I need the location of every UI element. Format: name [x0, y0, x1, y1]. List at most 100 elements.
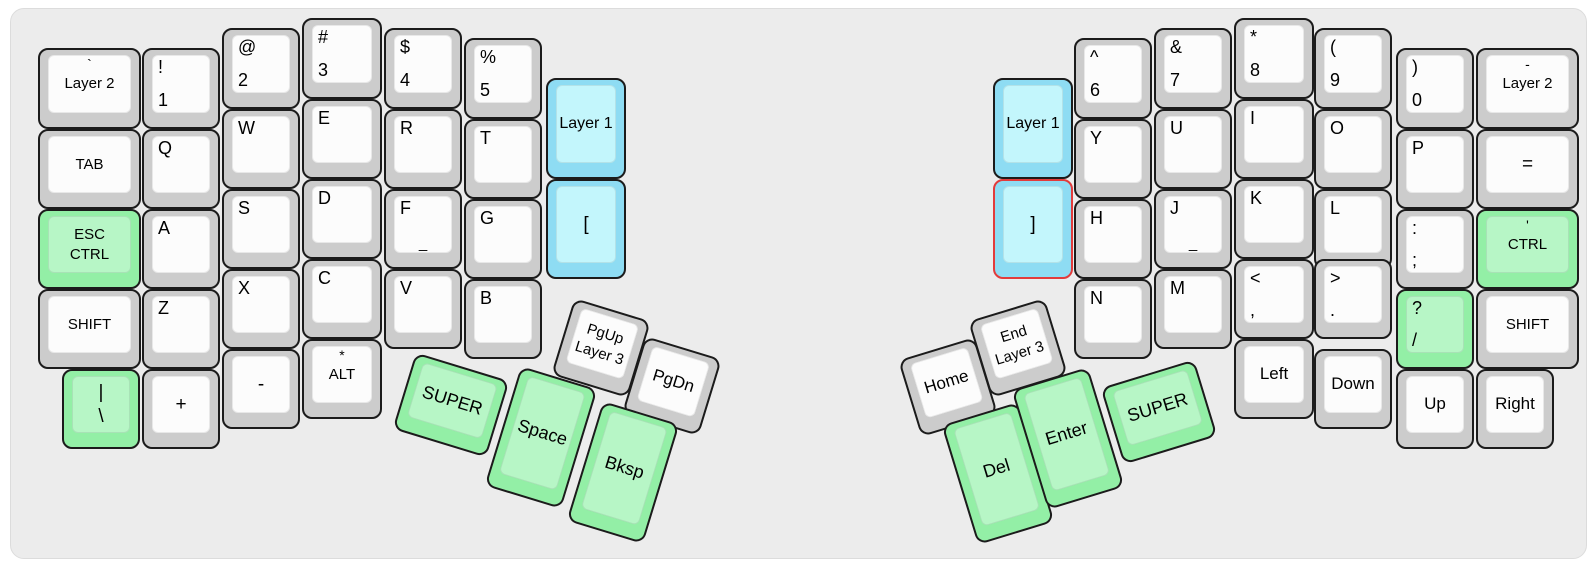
key-star-alt[interactable]: *ALT	[302, 339, 382, 419]
key-e[interactable]: E	[302, 99, 382, 179]
key-t[interactable]: T	[464, 119, 542, 199]
key-layer1-right[interactable]: Layer 1	[993, 78, 1073, 179]
keycap-top: Home	[909, 346, 984, 419]
key-l[interactable]: L	[1314, 189, 1392, 269]
keycap-top: P	[1406, 136, 1464, 193]
key-at-2[interactable]: @2	[222, 28, 300, 109]
key-legend-c: =	[1521, 153, 1534, 175]
key-legend-tc: `	[87, 56, 92, 72]
key-legend-c: | \	[98, 381, 104, 427]
key-shift-right[interactable]: SHIFT	[1476, 289, 1579, 369]
key-legend-c: Down	[1331, 374, 1375, 394]
key-a[interactable]: A	[142, 209, 220, 289]
keycap-top: -Layer 2	[1486, 55, 1569, 113]
key-arrow-up[interactable]: Up	[1396, 369, 1474, 449]
key-h[interactable]: H	[1074, 199, 1152, 279]
keycap-top: K	[1244, 186, 1304, 243]
key-backtick-layer2[interactable]: `Layer 2	[38, 48, 141, 129]
key-percent-5[interactable]: %5	[464, 38, 542, 119]
key-legend-tl: T	[480, 128, 491, 148]
keycap-top: PgDn	[636, 345, 711, 418]
key-legend-bl: 2	[238, 70, 249, 90]
key-legend-tl: :	[1412, 218, 1418, 238]
key-shift-left[interactable]: SHIFT	[38, 289, 141, 369]
key-w[interactable]: W	[222, 109, 300, 189]
key-minus[interactable]: -	[222, 349, 300, 429]
key-legend-bc: _	[1188, 235, 1198, 252]
key-legend-c: SHIFT	[1505, 315, 1550, 333]
key-legend-tl: G	[480, 208, 495, 228]
key-legend-bl: .	[1330, 300, 1336, 320]
key-tab[interactable]: TAB	[38, 129, 141, 209]
key-legend-tl: H	[1090, 208, 1103, 228]
key-z[interactable]: Z	[142, 289, 220, 369]
key-legend-c: ESC CTRL	[69, 226, 110, 263]
key-caret-6[interactable]: ^6	[1074, 38, 1152, 119]
key-legend-tl: D	[318, 188, 331, 208]
keycap-top: Bksp	[580, 410, 668, 526]
key-legend-bl: ;	[1412, 250, 1418, 270]
key-y[interactable]: Y	[1074, 119, 1152, 199]
key-o[interactable]: O	[1314, 109, 1392, 189]
keycap-top: PgUp Layer 3	[565, 307, 640, 380]
key-question-slash[interactable]: ?/	[1396, 289, 1474, 369]
key-left-bracket[interactable]: [	[546, 179, 626, 279]
key-r[interactable]: R	[384, 109, 462, 189]
keycap-top: ^6	[1084, 45, 1142, 103]
key-c[interactable]: C	[302, 259, 382, 339]
key-j-homing[interactable]: J_	[1154, 189, 1232, 269]
keycap-top: SUPER	[1112, 369, 1204, 447]
key-plus[interactable]: +	[142, 369, 220, 449]
key-esc-ctrl[interactable]: ESC CTRL	[38, 209, 141, 289]
keycap-top: TAB	[48, 136, 131, 193]
key-legend-c: SUPER	[1124, 388, 1191, 426]
key-g[interactable]: G	[464, 199, 542, 279]
key-arrow-right[interactable]: Right	[1476, 369, 1554, 449]
key-legend-bl: ,	[1250, 300, 1256, 320]
key-b[interactable]: B	[464, 279, 542, 359]
key-quote-ctrl[interactable]: 'CTRL	[1476, 209, 1579, 289]
key-legend-tl: )	[1412, 57, 1418, 77]
key-f-homing[interactable]: F_	[384, 189, 462, 269]
key-legend-c: Layer 2	[1502, 75, 1553, 93]
key-paren-9[interactable]: (9	[1314, 28, 1392, 109]
key-star-8[interactable]: *8	[1234, 18, 1314, 99]
key-n[interactable]: N	[1074, 279, 1152, 359]
key-legend-tl: S	[238, 198, 251, 218]
key-v[interactable]: V	[384, 269, 462, 349]
key-u[interactable]: U	[1154, 109, 1232, 189]
key-arrow-down[interactable]: Down	[1314, 349, 1392, 429]
key-hash-3[interactable]: #3	[302, 18, 382, 99]
key-s[interactable]: S	[222, 189, 300, 269]
key-lt-comma[interactable]: <,	[1234, 259, 1314, 339]
key-gt-period[interactable]: >.	[1314, 259, 1392, 339]
key-arrow-left[interactable]: Left	[1234, 339, 1314, 419]
key-amp-7[interactable]: &7	[1154, 28, 1232, 109]
key-d[interactable]: D	[302, 179, 382, 259]
key-pipe-backslash[interactable]: | \	[62, 369, 140, 449]
key-i[interactable]: I	[1234, 99, 1314, 179]
key-m[interactable]: M	[1154, 269, 1232, 349]
keycap-top: SUPER	[406, 362, 498, 440]
key-super-right[interactable]: SUPER	[1100, 359, 1218, 465]
key-p[interactable]: P	[1396, 129, 1474, 209]
keycap-top: %5	[474, 45, 532, 103]
key-legend-c: Right	[1495, 394, 1535, 414]
key-paren-0[interactable]: )0	[1396, 48, 1474, 129]
key-x[interactable]: X	[222, 269, 300, 349]
keycap-top: | \	[72, 376, 130, 433]
key-equals[interactable]: =	[1476, 129, 1579, 209]
key-q[interactable]: Q	[142, 129, 220, 209]
key-colon-semicolon[interactable]: :;	[1396, 209, 1474, 289]
key-minus-layer2[interactable]: -Layer 2	[1476, 48, 1579, 129]
key-dollar-4[interactable]: $4	[384, 28, 462, 109]
key-super-left[interactable]: SUPER	[392, 352, 510, 458]
keycap-top: Layer 1	[1003, 85, 1063, 163]
key-legend-c: Space	[515, 414, 570, 450]
key-layer1-left[interactable]: Layer 1	[546, 78, 626, 179]
key-k[interactable]: K	[1234, 179, 1314, 259]
keycap-top: E	[312, 106, 372, 163]
keycap-top: (9	[1324, 35, 1382, 93]
key-right-bracket[interactable]: ]	[993, 179, 1073, 279]
key-exclam-1[interactable]: !1	[142, 48, 220, 129]
